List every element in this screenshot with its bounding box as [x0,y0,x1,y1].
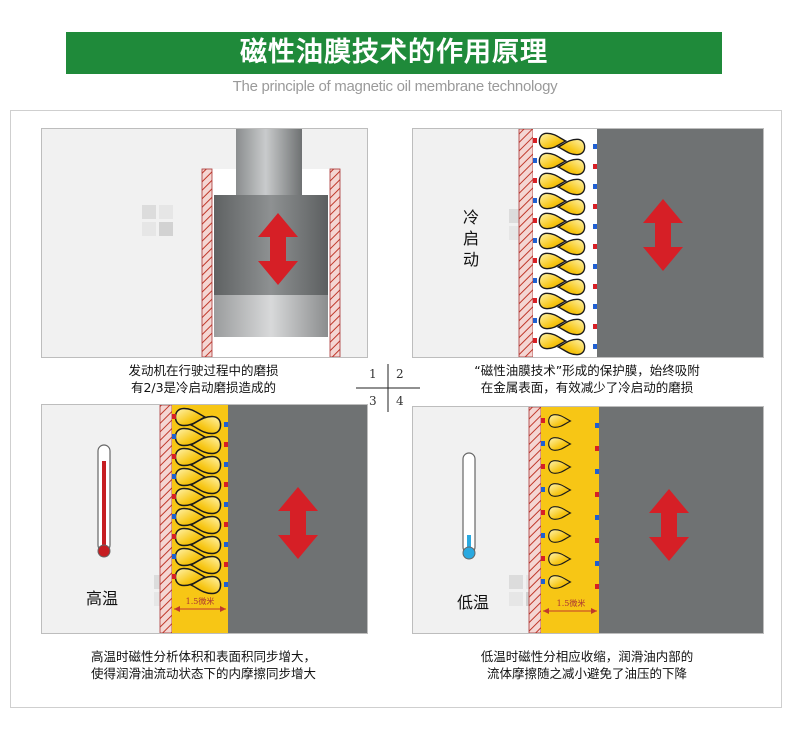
magnetic-pole-mark [172,554,176,559]
magnetic-pole-mark [595,446,599,451]
quadrant-marker [356,364,420,412]
magnetic-pole-mark [593,264,597,269]
magnetic-pole-mark [533,318,537,323]
magnetic-pole-mark [224,422,228,427]
magnetic-pole-mark [593,324,597,329]
quadrant-1: 1 [369,367,377,381]
oil-molecules [172,407,228,595]
magnetic-pole-mark [593,304,597,309]
caption-3: 高温时磁性分析体积和表面积同步增大， 使得润滑油流动状态下的内摩擦同步增大 [90,649,316,681]
magnetic-pole-mark [172,494,176,499]
magnetic-pole-mark [541,487,545,492]
magnetic-pole-mark [533,158,537,163]
thickness-marker [543,608,597,614]
magnetic-pole-mark [172,534,176,539]
magnetic-pole-mark [172,434,176,439]
magnetic-pole-mark [541,579,545,584]
piston-illustration [142,129,341,357]
piston-rod [236,129,302,199]
high-temp-illustration [97,405,367,633]
magnetic-pole-mark [593,284,597,289]
oil-molecules [533,132,597,356]
magnetic-pole-mark [595,561,599,566]
magnetic-pole-mark [224,462,228,467]
magnetic-pole-mark [595,515,599,520]
magnetic-pole-mark [595,469,599,474]
magnetic-pole-mark [541,533,545,538]
quadrant-3: 3 [369,394,377,408]
cylinder-wall-left [201,168,213,357]
magnetic-pole-mark [533,238,537,243]
quadrant-2: 2 [396,367,404,381]
panel-4-low-temp: 低温 1.5微米 [412,406,764,634]
magnetic-pole-mark [595,492,599,497]
magnetic-pole-mark [593,344,597,349]
magnetic-pole-mark [224,582,228,587]
panel-3-high-temp: 高温 1.5微米 [41,404,368,634]
magnetic-pole-mark [533,198,537,203]
low-temp-label: 低温 [457,593,490,612]
thermometer-hot-icon [97,444,111,558]
magnetic-pole-mark [172,574,176,579]
magnetic-pole-mark [172,514,176,519]
cold-start-label: 冷 启 动 [463,208,480,269]
magnetic-pole-mark [593,224,597,229]
magnetic-pole-mark [533,278,537,283]
metal-block [597,129,763,357]
magnetic-pole-mark [593,144,597,149]
panel-1-piston [41,128,368,358]
magnetic-pole-mark [224,522,228,527]
cylinder-wall-right [329,168,341,357]
quadrant-4: 4 [396,394,404,408]
magnetic-pole-mark [595,538,599,543]
magnetic-pole-mark [224,502,228,507]
magnetic-pole-mark [533,338,537,343]
cylinder-wall [528,407,542,633]
magnetic-pole-mark [172,414,176,419]
high-temp-label: 高温 [86,589,119,608]
thickness-label: 1.5微米 [185,597,215,606]
thickness-label: 1.5微米 [556,599,586,608]
magnetic-pole-mark [224,542,228,547]
panel-2-cold-start: 冷 启 动 [412,128,764,358]
cold-start-illustration [509,129,763,357]
thermometer-cold-icon [462,452,476,560]
magnetic-pole-mark [172,454,176,459]
magnetic-pole-mark [593,244,597,249]
low-temp-illustration [462,407,763,633]
magnetic-pole-mark [533,218,537,223]
magnetic-pole-mark [533,258,537,263]
magnetic-pole-mark [541,556,545,561]
magnetic-pole-mark [541,418,545,423]
title-banner: 磁性油膜技术的作用原理 [66,32,722,74]
caption-4: 低温时磁性分相应收缩，润滑油内部的 流体摩擦随之减小避免了油压的下降 [480,649,694,681]
oil-molecules [541,414,599,589]
magnetic-pole-mark [533,138,537,143]
thickness-marker [174,606,226,612]
magnetic-pole-mark [593,184,597,189]
magnetic-pole-mark [224,482,228,487]
magnetic-pole-mark [595,423,599,428]
watermark-logo-icon [142,205,173,236]
cylinder-wall [159,405,173,633]
magnetic-pole-mark [533,298,537,303]
magnetic-pole-mark [224,562,228,567]
caption-1: 发动机在行驶过程中的磨损 有2/3是冷启动磨损造成的 [128,363,279,395]
metal-block [599,407,763,633]
cylinder-wall [518,129,534,357]
magnetic-pole-mark [595,584,599,589]
piston-head [214,295,328,337]
magnetic-pole-mark [593,204,597,209]
page-subtitle: The principle of magnetic oil membrane t… [232,78,558,95]
magnetic-pole-mark [541,441,545,446]
caption-2: “磁性油膜技术”形成的保护膜，始终吸附 在金属表面，有效减少了冷启动的磨损 [474,363,700,395]
magnetic-pole-mark [541,510,545,515]
magnetic-pole-mark [224,442,228,447]
page-title: 磁性油膜技术的作用原理 [240,37,548,68]
magnetic-pole-mark [533,178,537,183]
magnetic-pole-mark [593,164,597,169]
magnetic-pole-mark [541,464,545,469]
magnetic-pole-mark [172,474,176,479]
